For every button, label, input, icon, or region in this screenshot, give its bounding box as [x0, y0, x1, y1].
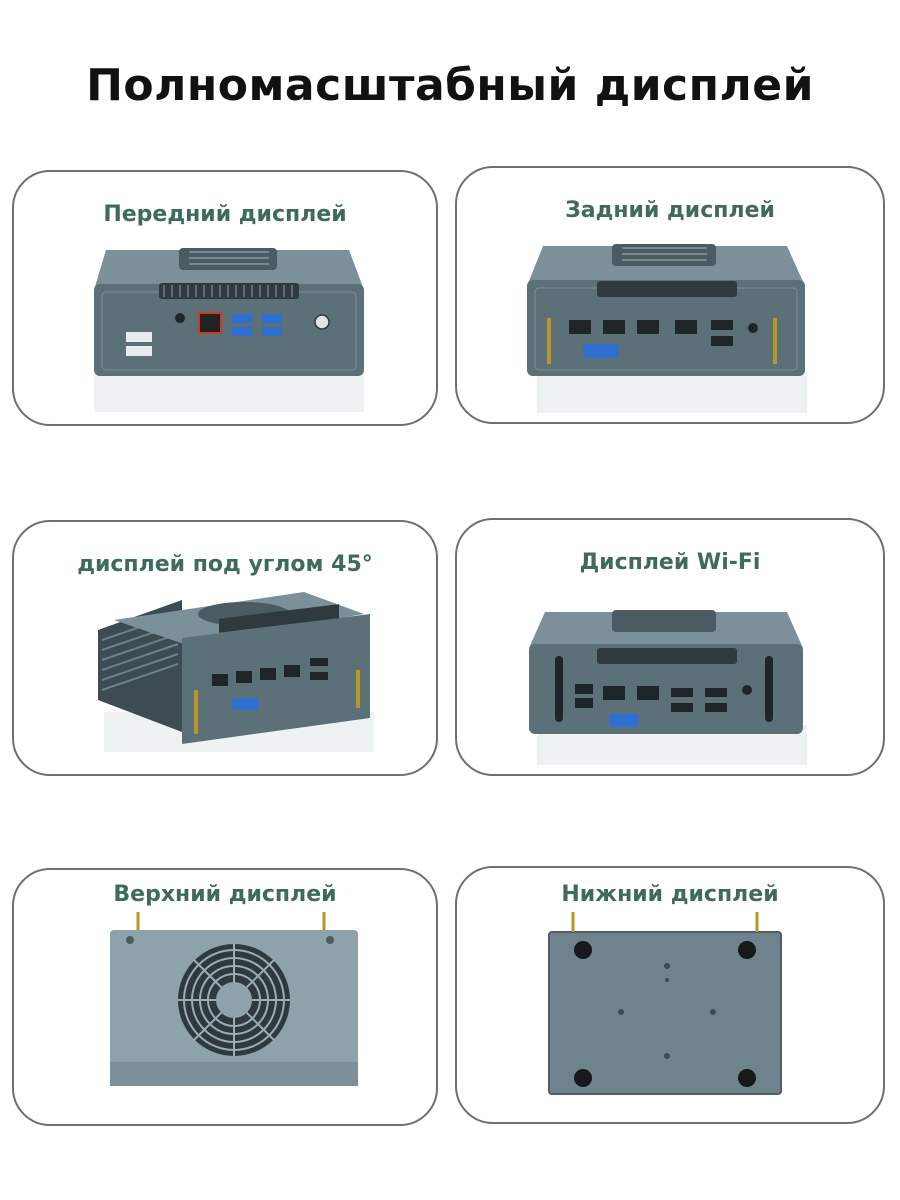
top-view-image [14, 870, 436, 1124]
card-angle-view: дисплей под углом 45° [12, 520, 438, 776]
angle-view-image [14, 522, 436, 774]
page-title: Полномасштабный дисплей [86, 60, 814, 111]
back-view-image [457, 168, 883, 422]
card-title-wifi: Дисплей Wi-Fi [579, 550, 761, 575]
card-title-front: Передний дисплей [103, 202, 347, 227]
wifi-view-image [457, 520, 883, 774]
bottom-view-image [457, 868, 883, 1122]
card-title-bottom: Нижний дисплей [561, 882, 779, 907]
card-wifi-view: Дисплей Wi-Fi [455, 518, 885, 776]
card-title-back: Задний дисплей [565, 198, 775, 223]
card-front-view: Передний дисплей [12, 170, 438, 426]
card-back-view: Задний дисплей [455, 166, 885, 424]
card-title-top: Верхний дисплей [113, 882, 337, 907]
card-bottom-view: Нижний дисплей [455, 866, 885, 1124]
card-title-angle: дисплей под углом 45° [77, 552, 373, 577]
card-top-view: Верхний дисплей [12, 868, 438, 1126]
front-view-image [14, 172, 436, 424]
